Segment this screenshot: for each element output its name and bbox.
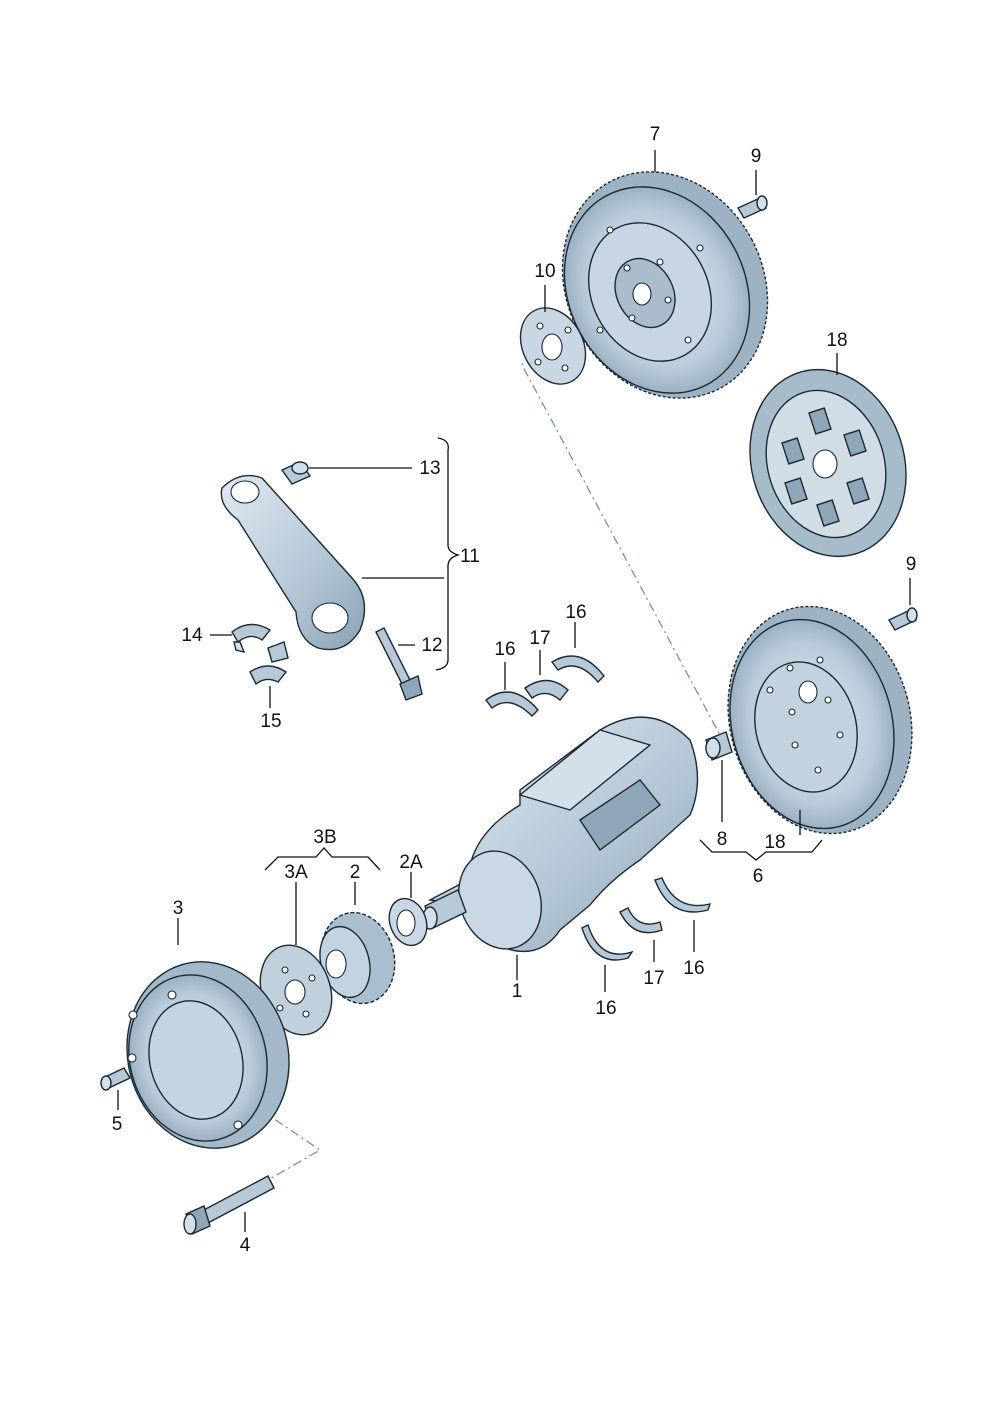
- flywheel-dual-mass: [561, 171, 769, 399]
- callout-9-mid: 9: [906, 554, 917, 575]
- crankshaft: [422, 716, 699, 953]
- callout-15: 15: [260, 711, 281, 732]
- callout-8: 8: [717, 829, 728, 850]
- connecting-rod: [220, 474, 366, 651]
- callout-labels: 7 9 10 18 9 13 11 12 14 15 16 17 16 8 18…: [112, 124, 917, 1256]
- flywheel: [727, 605, 913, 835]
- callout-2: 2: [350, 862, 361, 883]
- callout-18-bot: 18: [764, 832, 785, 853]
- main-bearing-shells-upper: [485, 655, 605, 717]
- crankshaft-sprocket: [319, 911, 396, 1005]
- callout-16-a: 16: [494, 639, 515, 660]
- flywheel-bolt: [736, 195, 768, 219]
- callout-3: 3: [173, 898, 184, 919]
- callout-16-c: 16: [595, 998, 616, 1019]
- callout-7: 7: [650, 124, 661, 145]
- callout-17-b: 17: [643, 968, 664, 989]
- small-end-bushing: [280, 461, 312, 485]
- crankshaft-bolt: [183, 1175, 275, 1235]
- callout-18-top: 18: [826, 330, 847, 351]
- main-bearing-shells-lower: [581, 877, 712, 961]
- callout-16-d: 16: [683, 958, 704, 979]
- callout-11: 11: [460, 546, 480, 567]
- vibration-damper-pulley: [126, 961, 290, 1149]
- damper-bolt: [100, 1067, 131, 1091]
- callout-14: 14: [181, 625, 203, 646]
- needle-bearing: [705, 731, 733, 761]
- leader-lines: [117, 150, 911, 1232]
- conrod-bearing-shells: [231, 623, 289, 686]
- sensor-wheel-plate: [259, 944, 333, 1036]
- callout-6: 6: [753, 866, 764, 887]
- thrust-washer-2a: [388, 897, 428, 947]
- callout-1: 1: [512, 981, 523, 1002]
- callout-13: 13: [419, 458, 440, 479]
- callout-2a: 2A: [399, 852, 423, 873]
- shim-plate: [519, 307, 587, 385]
- conrod-bolt: [375, 627, 423, 701]
- callout-5: 5: [112, 1114, 123, 1135]
- callout-9-top: 9: [751, 146, 762, 167]
- callout-3a: 3A: [284, 862, 308, 883]
- callout-16-b: 16: [565, 602, 586, 623]
- clutch-disc: [749, 368, 907, 558]
- callout-12: 12: [421, 635, 442, 656]
- callout-17-a: 17: [529, 628, 550, 649]
- flywheel-bolt-lower: [888, 607, 918, 631]
- callout-3b: 3B: [313, 827, 336, 848]
- callout-10: 10: [534, 261, 555, 282]
- callout-4: 4: [240, 1235, 251, 1256]
